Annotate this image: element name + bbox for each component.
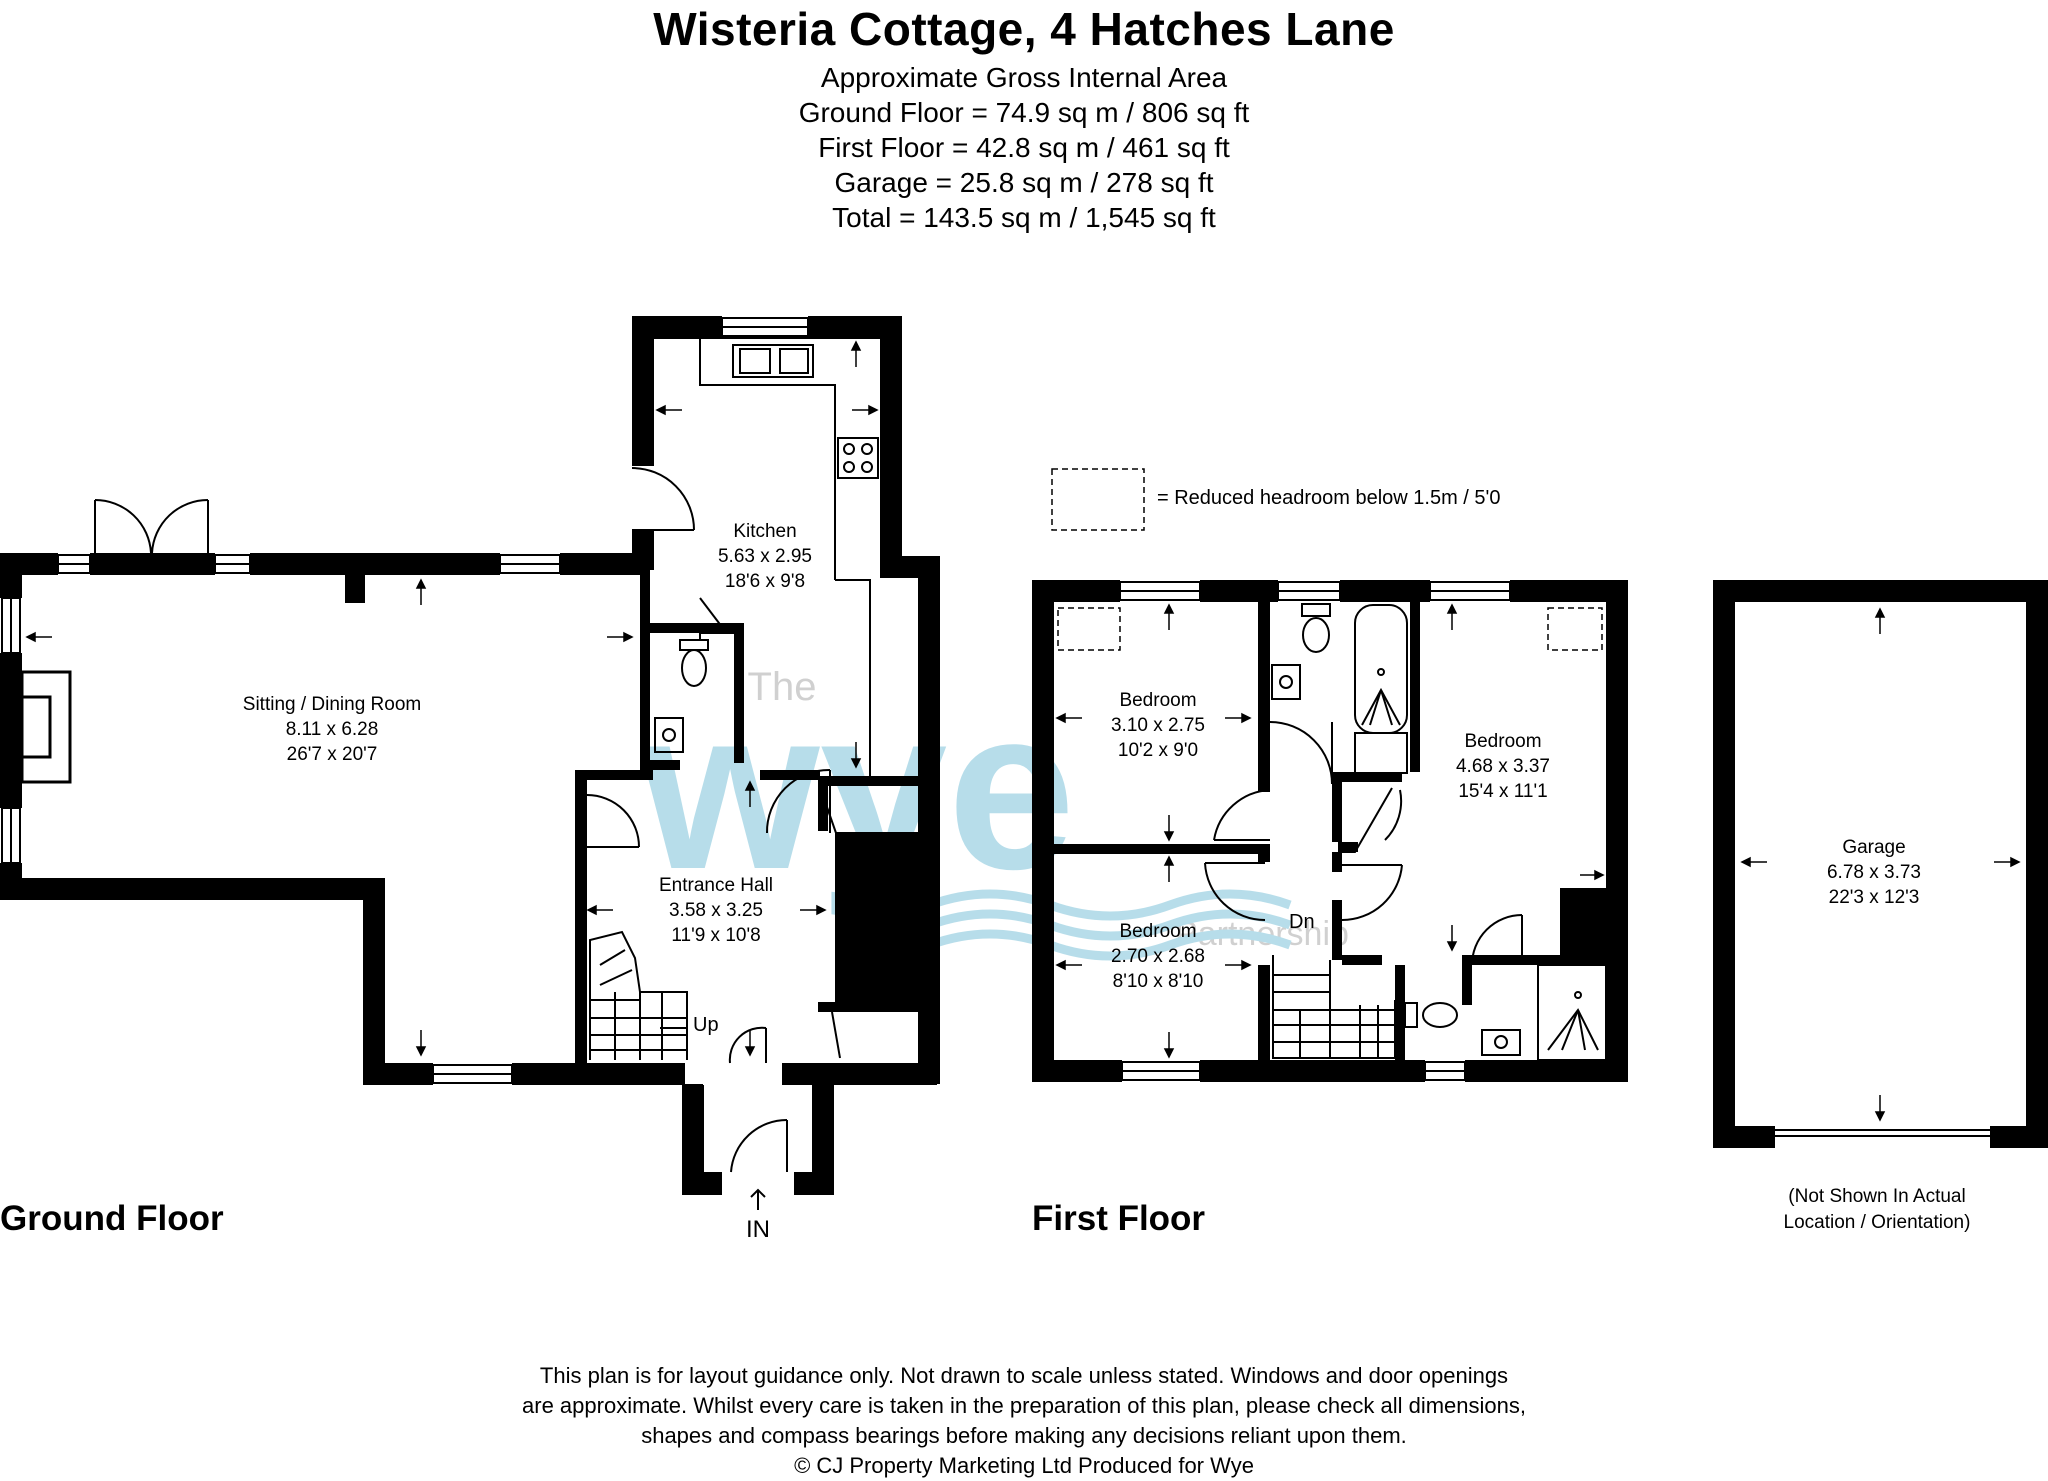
sitting-room-name: Sitting / Dining Room <box>243 694 421 715</box>
garage-note-line1: (Not Shown In Actual <box>1788 1186 1965 1207</box>
bedroom-3-metric: 2.70 x 2.68 <box>1111 946 1205 967</box>
garage-plan: Garage 6.78 x 3.73 22'3 x 12'3 (Not Show… <box>1713 580 2048 1233</box>
plan-title: Wisteria Cottage, 4 Hatches Lane <box>653 3 1395 55</box>
garage-note-line2: Location / Orientation) <box>1784 1212 1971 1233</box>
disclaimer-line-1: This plan is for layout guidance only. N… <box>539 1363 1509 1388</box>
watermark-small: The <box>748 665 817 709</box>
ground-floor-plan: Up IN <box>0 316 940 1243</box>
area-garage: Garage = 25.8 sq m / 278 sq ft <box>834 167 1214 198</box>
sitting-room-windows <box>1 554 561 1084</box>
porch <box>682 1085 834 1195</box>
bedroom-2-name: Bedroom <box>1464 731 1541 752</box>
hall-doors <box>586 768 841 1064</box>
area-ground-floor: Ground Floor = 74.9 sq m / 806 sq ft <box>798 97 1250 128</box>
ensuite-fixtures <box>1404 964 1607 1061</box>
legend-text: = Reduced headroom below 1.5m / 5'0 <box>1157 487 1500 509</box>
ground-stairs <box>589 930 688 1060</box>
hall-imperial: 11'9 x 10'8 <box>671 925 760 946</box>
bedroom-1-metric: 3.10 x 2.75 <box>1111 715 1205 736</box>
ground-floor-title: Ground Floor <box>0 1199 224 1238</box>
first-floor-dimension-arrows <box>1055 603 1605 1059</box>
hall-name: Entrance Hall <box>659 875 773 896</box>
porch-windows <box>683 1084 833 1173</box>
first-floor-walls <box>1032 580 1628 1082</box>
bathroom-fixtures <box>1269 603 1408 785</box>
kitchen-window <box>721 317 809 337</box>
kitchen-sink <box>732 344 814 378</box>
kitchen-hob <box>837 437 879 479</box>
kitchen-imperial: 18'6 x 9'8 <box>725 571 805 592</box>
sitting-room-imperial: 26'7 x 20'7 <box>287 744 378 765</box>
bedroom-2-metric: 4.68 x 3.37 <box>1456 756 1550 777</box>
first-floor-windows <box>1119 581 1511 1081</box>
bedroom-3-name: Bedroom <box>1119 921 1196 942</box>
garage-imperial: 22'3 x 12'3 <box>1829 887 1920 908</box>
ground-dimension-arrows <box>25 340 879 1057</box>
area-total: Total = 143.5 sq m / 1,545 sq ft <box>832 202 1216 233</box>
disclaimer-line-3: shapes and compass bearings before makin… <box>641 1423 1407 1448</box>
sitting-room-metric: 8.11 x 6.28 <box>286 719 379 740</box>
stairs-down-label: Dn <box>1289 911 1315 933</box>
watermark-logo: wye The Partnership <box>640 660 1349 961</box>
disclaimer: This plan is for layout guidance only. N… <box>0 1361 2048 1481</box>
bedroom-1-imperial: 10'2 x 9'0 <box>1118 740 1198 761</box>
area-heading: Approximate Gross Internal Area <box>820 62 1228 93</box>
kitchen-metric: 5.63 x 2.95 <box>718 546 812 567</box>
hall-walls <box>575 770 937 1085</box>
french-doors <box>94 498 209 554</box>
garage-name: Garage <box>1842 837 1905 858</box>
ground-wc <box>654 597 744 753</box>
stairs-up-label: Up <box>693 1014 719 1036</box>
disclaimer-line-4: © CJ Property Marketing Ltd Produced for… <box>794 1453 1254 1478</box>
entry-label: IN <box>746 1216 770 1243</box>
bedroom-3-imperial: 8'10 x 8'10 <box>1113 971 1204 992</box>
headroom-legend: = Reduced headroom below 1.5m / 5'0 <box>1051 468 1500 531</box>
reduced-headroom-areas <box>1057 607 1603 651</box>
first-floor-stairs <box>1272 955 1396 1059</box>
landing-doors <box>1204 787 1523 966</box>
disclaimer-line-2: are approximate. Whilst every care is ta… <box>522 1393 1526 1418</box>
bedroom-2-imperial: 15'4 x 11'1 <box>1458 781 1547 802</box>
hall-metric: 3.58 x 3.25 <box>669 900 763 921</box>
kitchen-name: Kitchen <box>733 521 796 542</box>
reduced-headroom-swatch-icon <box>1051 468 1145 531</box>
first-floor-plan: Dn Bedroom 3.10 x 2.75 <box>1032 580 1628 1238</box>
bedroom-1-name: Bedroom <box>1119 690 1196 711</box>
garage-walls <box>1713 580 2048 1148</box>
garage-dimension-arrows <box>1740 607 2021 1122</box>
entry-arrow-icon <box>750 1188 766 1210</box>
garage-door <box>1775 1129 1990 1137</box>
area-first-floor: First Floor = 42.8 sq m / 461 sq ft <box>818 132 1230 163</box>
garage-metric: 6.78 x 3.73 <box>1827 862 1921 883</box>
first-floor-title: First Floor <box>1032 1199 1205 1238</box>
